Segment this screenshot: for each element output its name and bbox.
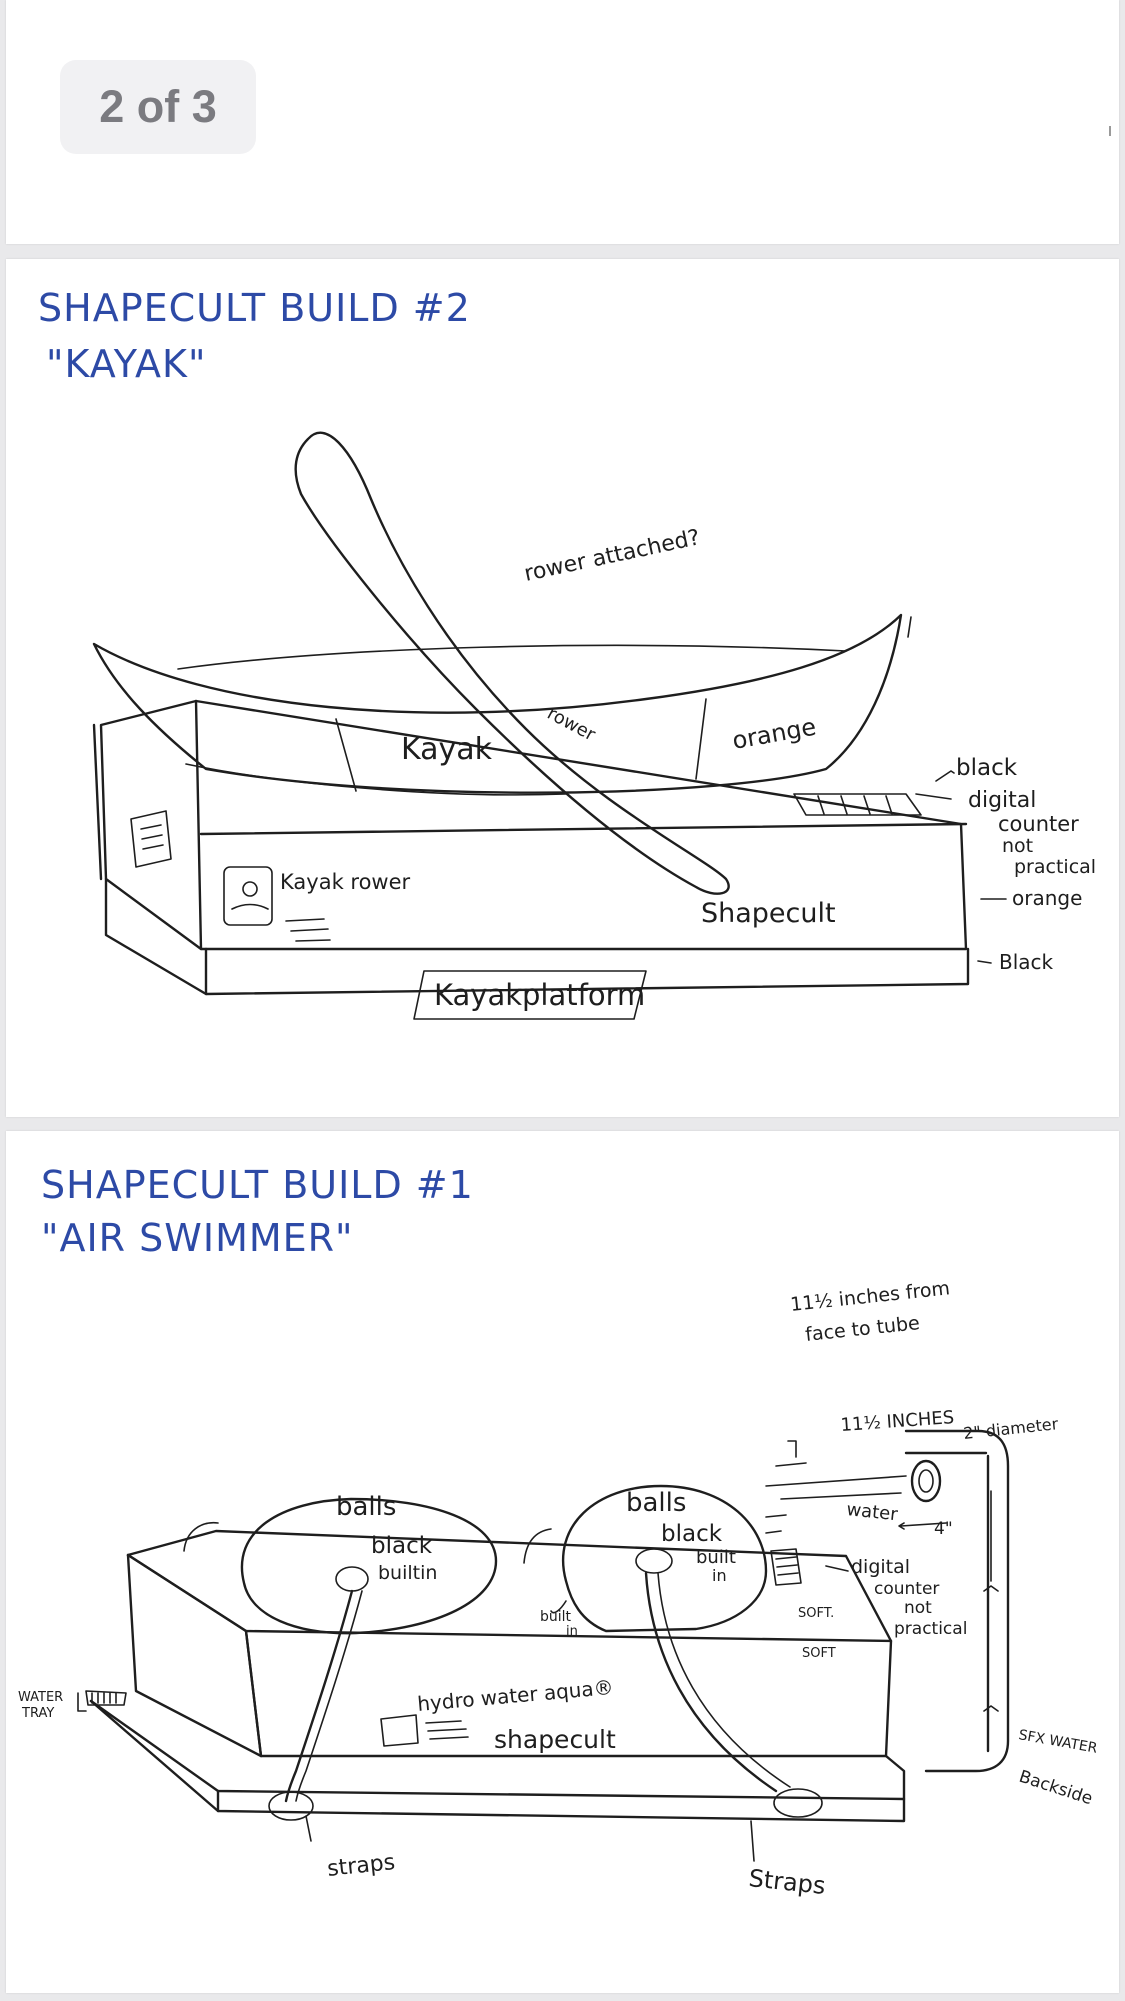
note-shapecult: shapecult	[494, 1725, 616, 1754]
note-water: water	[845, 1499, 899, 1525]
note-orange-side: orange	[1012, 886, 1082, 910]
note-4inch: 4"	[934, 1519, 953, 1539]
kayak-sketch-drawing: SHAPECULT BUILD #2 "KAYAK"	[38, 286, 1096, 1020]
note-rower-attached: rower attached?	[522, 525, 702, 587]
note-kayak: Kayak	[401, 732, 493, 767]
note-sfx-water: SFX WATER	[1017, 1727, 1099, 1757]
note-water-tray-1: WATER	[18, 1690, 63, 1705]
note-water-tray-2: TRAY	[21, 1706, 54, 1721]
note-black-base: Black	[999, 950, 1054, 974]
note-straps-right: Straps	[747, 1864, 826, 1900]
note-2in-diameter: 2" diameter	[962, 1414, 1059, 1443]
note-balls-left: balls	[336, 1492, 396, 1522]
note-kayak-rower: Kayak rower	[280, 870, 411, 894]
leader-digital	[825, 1565, 849, 1572]
air-swimmer-base-box	[89, 1529, 906, 1823]
note-face-to-tube: face to tube	[804, 1312, 921, 1346]
digital-counter-display	[793, 793, 922, 816]
strap-left	[268, 1566, 369, 1842]
note-soft-2: SOFT	[802, 1646, 836, 1661]
side-panel-icon	[130, 810, 172, 868]
note-shapecult: Shapecult	[701, 898, 836, 929]
kayak-title-line2: "KAYAK"	[46, 342, 206, 386]
leader-digital	[915, 793, 952, 800]
air-ball-left	[240, 1497, 498, 1635]
note-black-left: black	[371, 1533, 433, 1559]
note-counter: counter	[998, 812, 1079, 836]
leader-black	[935, 770, 955, 782]
note-in-mid: in	[566, 1624, 578, 1639]
strap-right	[635, 1548, 823, 1862]
kayak-platform-box	[92, 699, 970, 996]
note-in-right: in	[712, 1566, 727, 1585]
kayak-hull	[92, 613, 912, 796]
note-straps-left: straps	[326, 1850, 396, 1882]
note-practical: practical	[1014, 856, 1096, 878]
kayak-paddle	[294, 431, 730, 895]
measure-bracket	[787, 1440, 797, 1458]
hydro-logo-icon	[380, 1714, 469, 1747]
note-balls-right: balls	[626, 1488, 686, 1518]
sketch-page-air-swimmer[interactable]: SHAPECULT BUILD #1 "AIR SWIMMER"	[6, 1131, 1119, 1993]
note-digital: digital	[968, 788, 1036, 813]
note-orange-boat: orange	[730, 713, 818, 755]
scroll-indicator	[1109, 126, 1111, 136]
note-digital: digital	[851, 1556, 910, 1578]
note-backside: Backside	[1016, 1767, 1095, 1810]
page-header-card: 2 of 3	[6, 0, 1119, 244]
note-black-right: black	[661, 1521, 723, 1547]
note-soft-1: SOFT.	[798, 1606, 834, 1621]
digital-counter-display	[770, 1548, 802, 1586]
note-not: not	[904, 1598, 932, 1618]
note-built-right: built	[696, 1547, 736, 1568]
note-rower-on-paddle: rower	[544, 703, 600, 746]
water-tray-icon	[77, 1690, 127, 1712]
air-ball-right	[561, 1484, 768, 1633]
kayak-title-line1: SHAPECULT BUILD #2	[38, 286, 471, 330]
kayak-rower-logo-icon	[223, 866, 331, 942]
platform-label-box	[413, 970, 647, 1020]
note-not: not	[1002, 835, 1033, 857]
swimmer-title-line2: "AIR SWIMMER"	[41, 1216, 354, 1260]
water-tube	[904, 1429, 1010, 1773]
note-kayak-platform: Kayakplatform	[434, 978, 645, 1012]
note-inches-from: 11½ inches from	[789, 1277, 951, 1316]
note-black: black	[956, 755, 1018, 781]
leader-black-base	[977, 960, 992, 964]
note-builtin-left: builtin	[378, 1562, 437, 1584]
water-stream-lines	[765, 1462, 907, 1534]
swimmer-title-line1: SHAPECULT BUILD #1	[41, 1163, 474, 1207]
note-practical: practical	[894, 1619, 967, 1639]
note-built-mid: built	[540, 1609, 572, 1625]
sketch-page-kayak[interactable]: SHAPECULT BUILD #2 "KAYAK"	[6, 259, 1119, 1117]
note-hydro-water-aqua: hydro water aqua®	[416, 1675, 614, 1716]
side-bumps	[183, 1522, 567, 1614]
note-counter: counter	[874, 1579, 939, 1599]
measure-4inch	[898, 1522, 947, 1530]
air-swimmer-sketch-drawing: SHAPECULT BUILD #1 "AIR SWIMMER"	[18, 1163, 1099, 1900]
page-indicator-badge: 2 of 3	[60, 60, 256, 154]
